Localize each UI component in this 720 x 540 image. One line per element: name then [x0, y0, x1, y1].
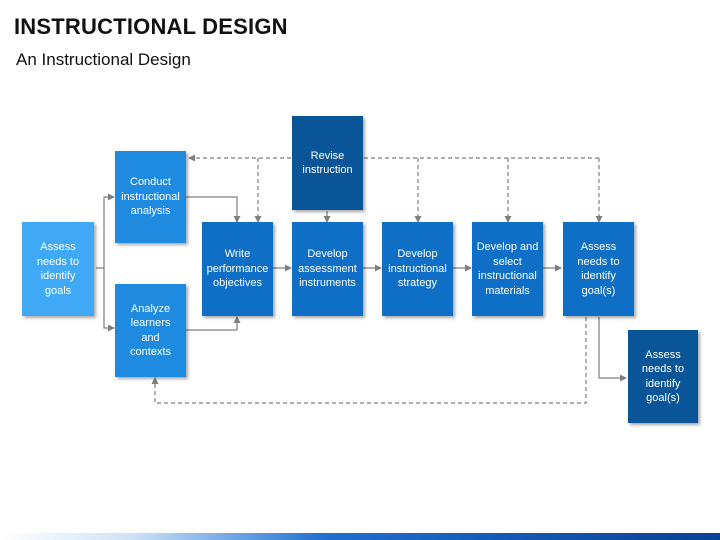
write-objectives-box: Write performance objectives — [202, 222, 273, 316]
connector-assess-to-final — [598, 317, 627, 382]
feedback-bottom-line — [151, 317, 587, 404]
assess-goals-box: Assess needs to identify goal(s) — [563, 222, 634, 316]
conduct-analysis-box: Conduct instructional analysis — [115, 151, 186, 243]
analyze-learners-box: Analyze learners and contexts — [115, 284, 186, 377]
page-title: INSTRUCTIONAL DESIGN — [14, 14, 288, 39]
page-subtitle: An Instructional Design — [16, 50, 191, 69]
assess-goals-final-box: Assess needs to identify goal(s) — [628, 330, 698, 423]
connector-assess-to-conduct — [96, 193, 115, 269]
revise-instruction-box: Revise instruction — [292, 116, 363, 210]
connector-assess-to-analyze — [103, 268, 115, 332]
develop-materials-box: Develop and select instructional materia… — [472, 222, 543, 316]
connector-analyze-to-write — [186, 316, 241, 331]
develop-assessment-box: Develop assessment instruments — [292, 222, 363, 316]
develop-strategy-box: Develop instructional strategy — [382, 222, 453, 316]
assess-needs-box: Assess needs to identify goals — [22, 222, 94, 316]
bottom-accent-bar — [0, 533, 720, 540]
connector-conduct-to-write — [186, 196, 241, 223]
